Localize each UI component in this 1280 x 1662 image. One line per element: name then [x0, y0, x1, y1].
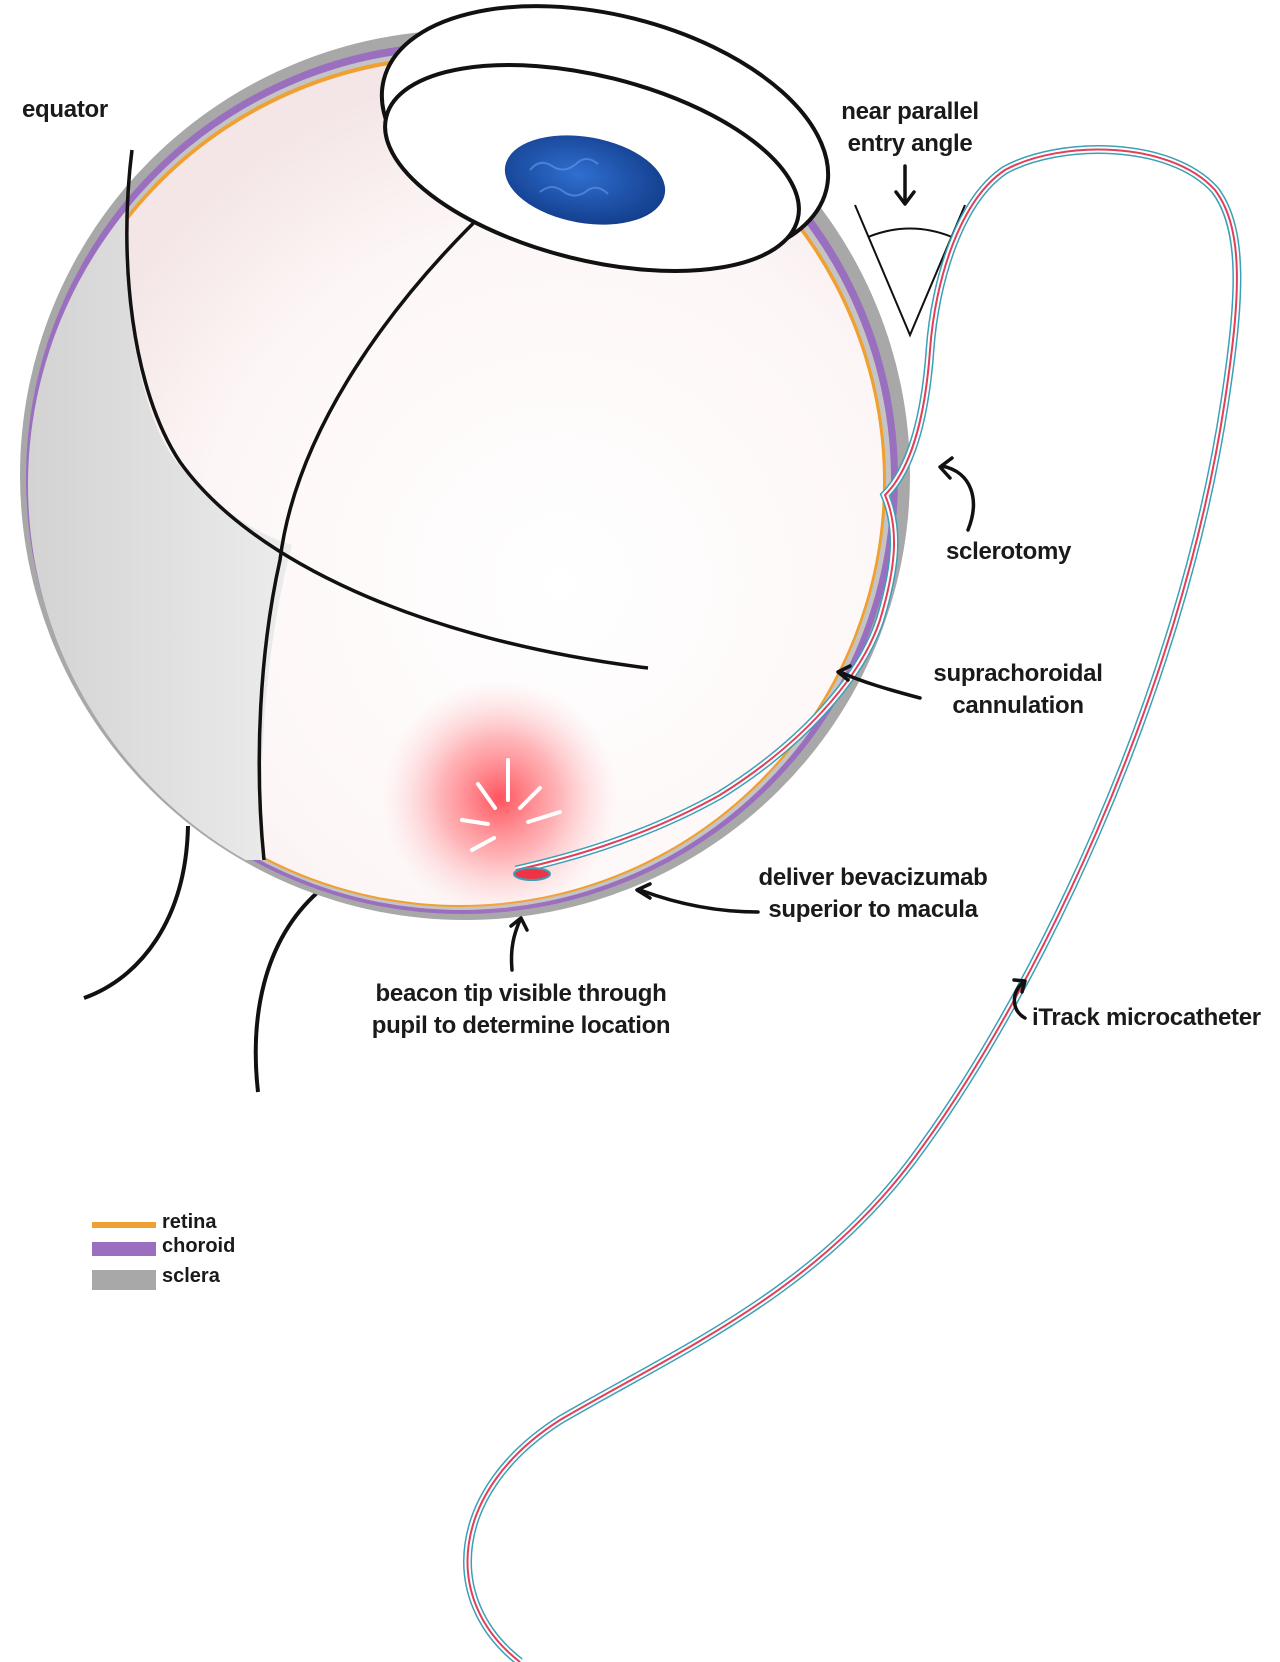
- entry-angle-arc: [867, 227, 953, 238]
- deliver-line1: deliver bevacizumab: [758, 864, 988, 891]
- equator-label: equator: [22, 96, 108, 123]
- beacon-tip: [513, 867, 551, 881]
- beacon-line2: pupil to determine location: [371, 1012, 671, 1039]
- legend-label-choroid: choroid: [162, 1235, 236, 1257]
- pupil: [504, 135, 666, 225]
- itrack-microcatheter: [463, 145, 1242, 1662]
- equator-line-right: [257, 203, 494, 861]
- beacon-label: beacon tip visible through pupil to dete…: [346, 978, 696, 1042]
- legend-swatch-sclera: [92, 1270, 156, 1290]
- deliver-line2: superior to macula: [768, 896, 978, 923]
- deliver-arrow: [635, 882, 760, 914]
- suprachoroidal-label: suprachoroidal cannulation: [918, 658, 1118, 722]
- legend-swatch-retina: [92, 1222, 156, 1228]
- equator-line-left: [125, 149, 649, 670]
- legend-swatch-choroid: [92, 1242, 156, 1256]
- sclerotomy-label: sclerotomy: [946, 538, 1072, 565]
- muscle-line-left: [83, 825, 190, 1000]
- beacon-arrow: [509, 916, 529, 972]
- beacon-line1: beacon tip visible through: [375, 980, 667, 1007]
- microcatheter-label: iTrack microcatheter: [1032, 1004, 1261, 1031]
- sclerotomy-arrow: [938, 456, 976, 532]
- entry-angle-line2: entry angle: [847, 130, 973, 157]
- entry-angle-label: near parallel entry angle: [830, 96, 990, 160]
- beacon-rays: [460, 758, 562, 852]
- muscle-line-right: [253, 890, 320, 1093]
- entry-angle-arrow: [894, 164, 916, 206]
- legend-label-retina: retina: [162, 1211, 217, 1233]
- suprachoroidal-line1: suprachoroidal: [933, 660, 1103, 687]
- microcatheter-arrow: [1012, 978, 1027, 1020]
- beacon-glow: [382, 680, 618, 916]
- suprachoroidal-line2: cannulation: [952, 692, 1084, 719]
- deliver-label: deliver bevacizumab superior to macula: [748, 862, 998, 926]
- entry-angle-line1: near parallel: [841, 98, 979, 125]
- legend-label-sclera: sclera: [162, 1265, 220, 1287]
- suprachoroidal-arrow: [836, 664, 922, 700]
